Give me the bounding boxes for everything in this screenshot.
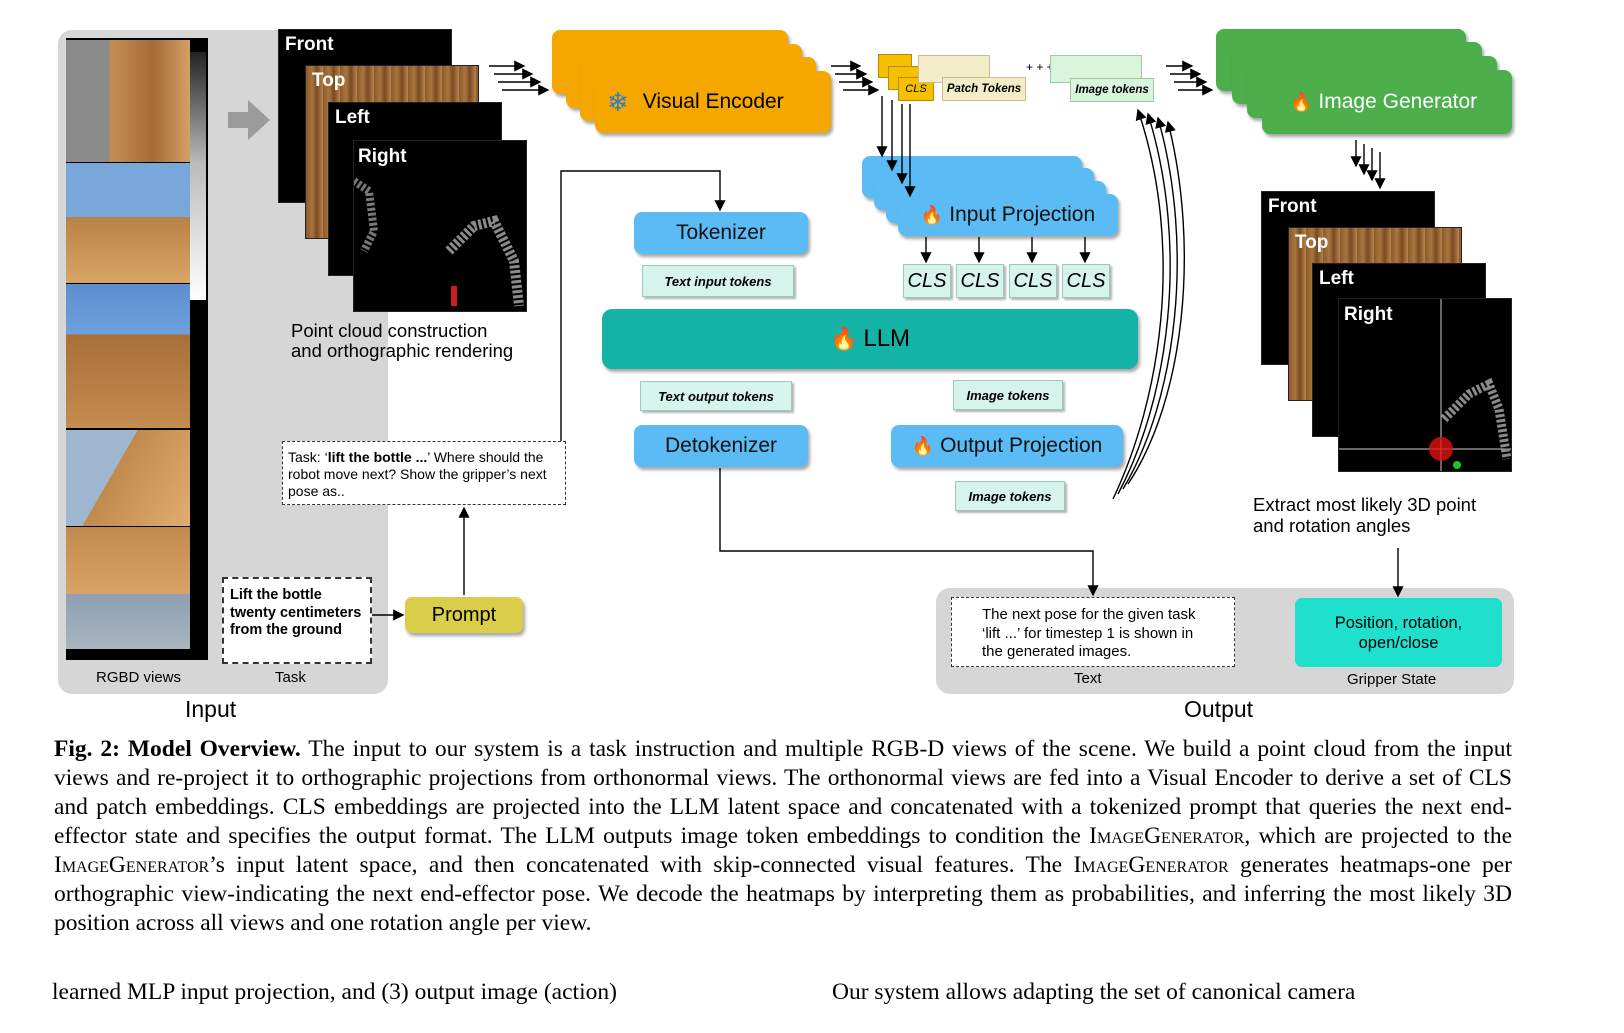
flame-icon: 🔥: [911, 435, 935, 456]
ortho-view-right: Right: [353, 140, 527, 312]
fig-title: Model Overview.: [127, 736, 301, 762]
gray-arrow-icon: [228, 100, 270, 140]
cls-chip-3: CLS: [1009, 264, 1057, 298]
visual-encoder: ❄ Visual Encoder: [595, 71, 831, 133]
rgbd-view-1: [66, 40, 190, 162]
output-projection: 🔥 Output Projection: [891, 425, 1123, 467]
fig-label: Fig. 2:: [54, 736, 120, 762]
patch-tokens: Patch Tokens: [942, 77, 1026, 101]
snowflake-icon: ❄: [607, 86, 629, 117]
pointcloud-caption-2: and orthographic rendering: [291, 340, 514, 361]
image-generator: 🔥 Image Generator: [1262, 70, 1512, 134]
input-projection: 🔥 Input Projection: [898, 194, 1118, 236]
robot-arm-icon: [354, 177, 524, 307]
task-text: Lift the bottle twenty centimeters from …: [230, 587, 362, 638]
tokenizer: Tokenizer: [634, 212, 808, 254]
visual-encoder-label: Visual Encoder: [642, 90, 784, 113]
llm: 🔥 LLM: [602, 309, 1138, 369]
flame-icon: 🔥: [1290, 91, 1313, 112]
rgbd-view-2: [66, 163, 190, 283]
body-text-right: Our system allows adapting the set of ca…: [832, 979, 1356, 1005]
image-tokens-bottom: Image tokens: [955, 481, 1065, 511]
rgbd-label: RGBD views: [96, 669, 182, 686]
pointcloud-caption-1: Point cloud construction: [291, 320, 488, 341]
heatmap-icon: [1339, 299, 1511, 471]
task-text-box: Lift the bottle twenty centimeters from …: [222, 577, 372, 664]
extract-caption-2: and rotation angles: [1253, 515, 1411, 536]
rgbd-depth-edge: [190, 52, 206, 300]
image-tokens-mid: Image tokens: [953, 380, 1063, 410]
output-text-label: Text: [1074, 670, 1102, 687]
text-output-tokens: Text output tokens: [640, 381, 792, 411]
task-label: Task: [275, 669, 306, 686]
figure-caption: Fig. 2: Model Overview. The input to our…: [54, 736, 1513, 936]
gripper-state-box: Position, rotation, open/close: [1295, 598, 1502, 667]
detokenizer: Detokenizer: [634, 425, 808, 467]
flame-icon: 🔥: [829, 326, 858, 351]
cls-chip-2: CLS: [956, 264, 1004, 298]
flame-icon: 🔥: [920, 204, 944, 225]
rgbd-view-3: [66, 284, 190, 428]
body-text-left: learned MLP input projection, and (3) ou…: [52, 979, 617, 1005]
rgbd-view-4: [66, 430, 190, 526]
output-text-box: The next pose for the given task ‘lift .…: [951, 597, 1235, 667]
input-title: Input: [185, 696, 237, 722]
extract-caption-1: Extract most likely 3D point: [1253, 494, 1477, 515]
output-title: Output: [1184, 696, 1254, 722]
prompt-box: Prompt: [405, 597, 523, 633]
image-tokens-top: Image tokens: [1070, 78, 1154, 102]
gripper-state-label: Gripper State: [1347, 671, 1437, 688]
image-generator-label: Image Generator: [1318, 90, 1478, 113]
text-input-tokens: Text input tokens: [642, 265, 794, 297]
rgbd-view-5: [66, 527, 190, 649]
output-view-right: Right: [1338, 298, 1512, 472]
prompt-text-box: Task: ‘lift the bottle ...’ Where should…: [282, 441, 566, 505]
cls-chip-1: CLS: [903, 264, 951, 298]
plus-signs: + + +: [1026, 60, 1054, 74]
connector-arrows: [372, 60, 1404, 621]
cls-chip-4: CLS: [1062, 264, 1110, 298]
